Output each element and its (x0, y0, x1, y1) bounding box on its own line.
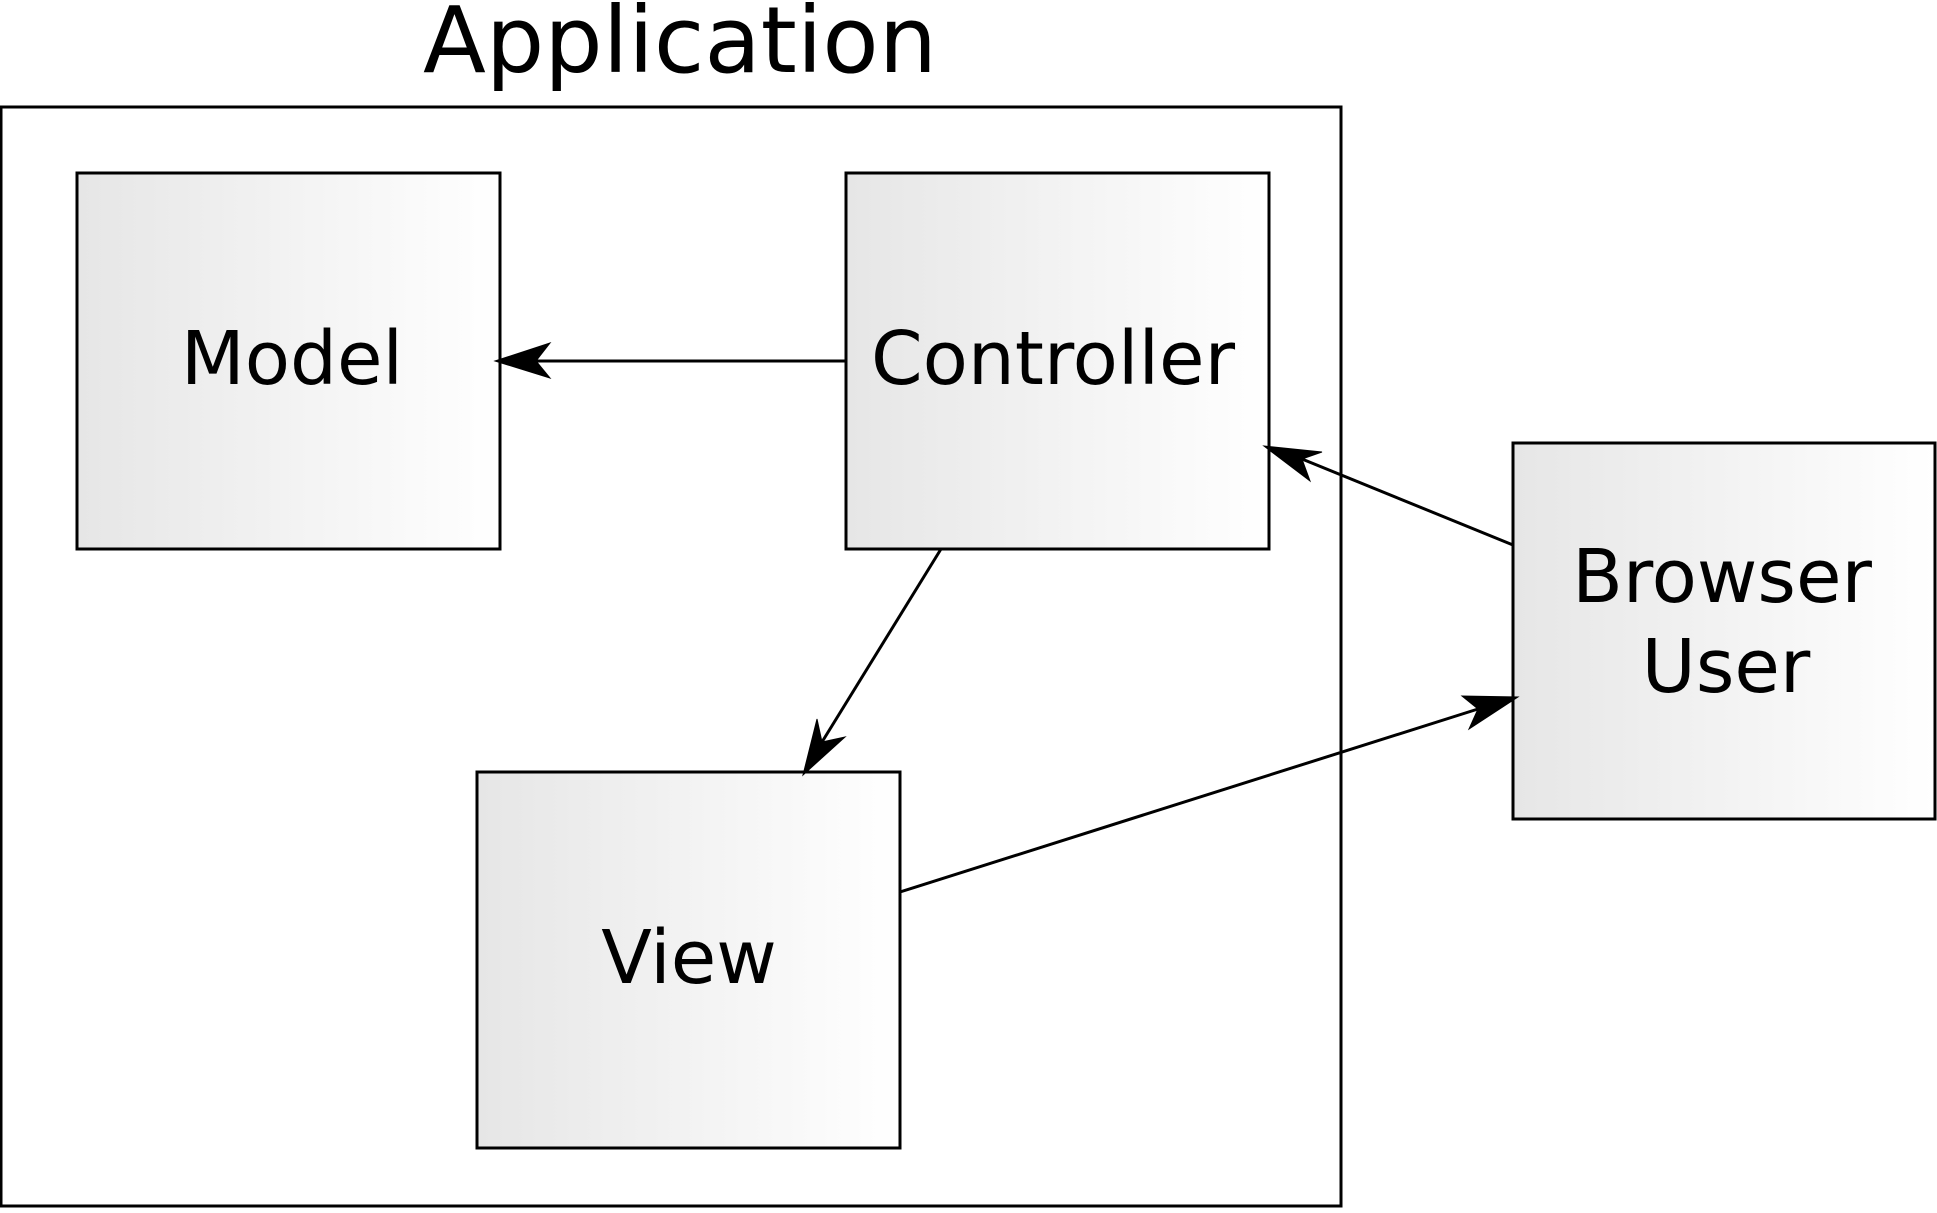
controller-label: Controller (871, 316, 1236, 402)
arrowhead-model (493, 342, 552, 379)
browser-user-label-line1: Browser (1572, 534, 1872, 620)
browser-user-box: Browser User (1511, 441, 1937, 821)
controller-box: Controller (844, 171, 1271, 551)
application-title: Application (423, 0, 937, 94)
view-box: View (475, 770, 902, 1150)
arrowhead-browser-user (1460, 695, 1520, 731)
arrowhead-view (802, 718, 847, 777)
view-label: View (601, 915, 777, 1001)
arrow-browser-user-to-controller (1262, 445, 1514, 547)
model-label: Model (181, 316, 403, 402)
arrow-controller-to-view (802, 548, 943, 777)
browser-user-label-line2: User (1642, 624, 1811, 710)
model-box: Model (75, 171, 502, 551)
arrowhead-controller (1262, 445, 1323, 483)
application-container (0, 105, 1343, 1208)
arrow-controller-to-model (493, 342, 846, 379)
arrow-view-to-browser-user (899, 695, 1520, 894)
